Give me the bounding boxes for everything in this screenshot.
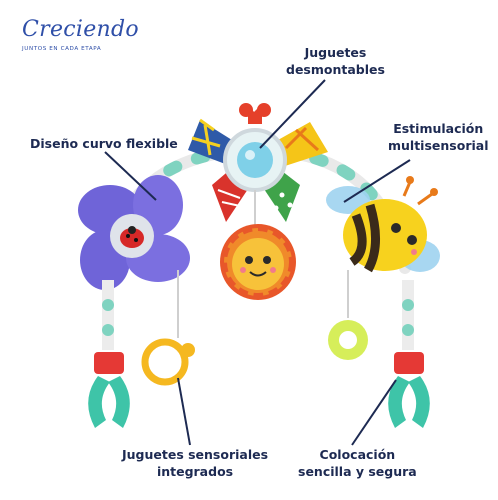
callout-line: sencilla y segura [298,464,417,479]
callout-detachable-toys: Juguetes desmontables [286,44,385,78]
callout-line: Juguetes sensoriales [122,447,269,462]
callout-multisensory: Estimulación multisensorial [388,120,488,154]
callout-easy-mount: Colocación sencilla y segura [298,446,417,480]
bee-toy [326,176,440,273]
leader-multisensory [343,159,411,203]
callout-line: desmontables [286,62,385,77]
left-clip [88,280,130,428]
brand-logo: Creciendo JUNTOS EN CADA ETAPA [22,17,139,53]
snail-toy [141,270,195,386]
teether-ring-toy [328,270,368,360]
right-clip [388,280,430,428]
leader-detachable [259,79,326,149]
brand-tagline: JUNTOS EN CADA ETAPA [22,46,102,52]
callout-line: integrados [156,464,234,479]
leader-sensory [177,377,191,446]
callout-flexible-curve: Diseño curvo flexible [30,135,178,152]
callout-line: Colocación [319,447,396,462]
callout-line: Estimulación [393,121,484,136]
callout-line: multisensorial [388,138,489,153]
purple-flower-toy [78,175,190,290]
center-top-toy [188,103,328,222]
callout-line: Diseño curvo flexible [30,136,178,151]
leader-lines [104,79,411,446]
callout-sensory-toys: Juguetes sensoriales integrados [122,446,268,480]
leader-curve [104,151,157,201]
sun-toy [220,224,296,300]
leader-mount [351,379,397,446]
callout-line: Juguetes [304,45,367,60]
brand-name: Creciendo [22,17,139,42]
